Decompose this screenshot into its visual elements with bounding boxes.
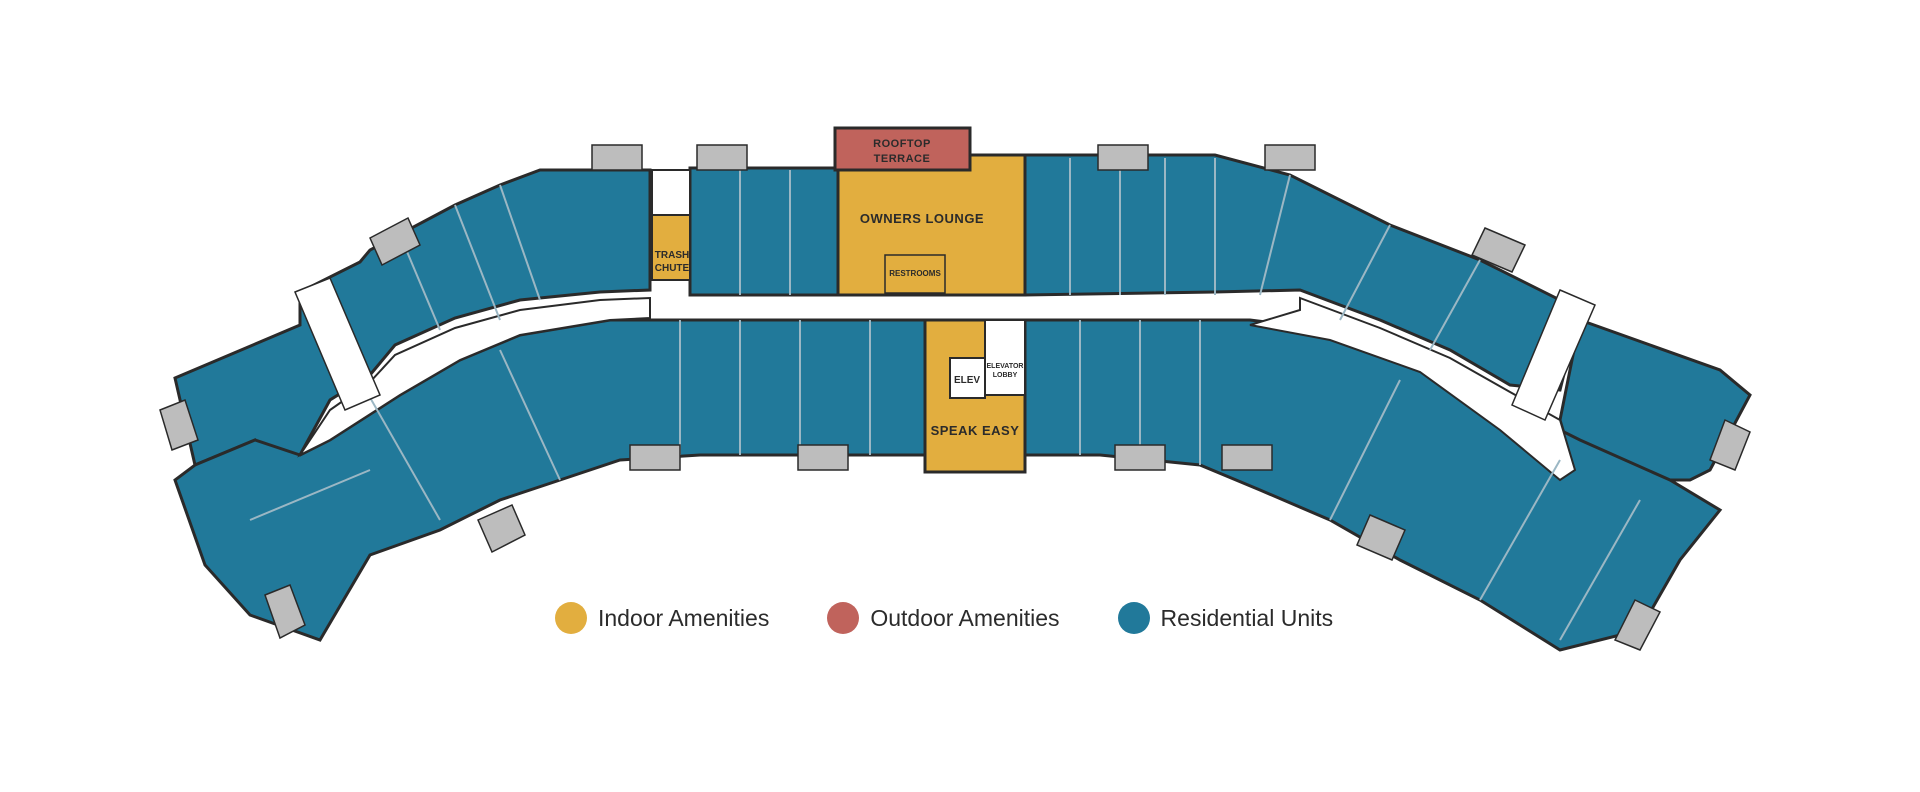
legend-label-outdoor: Outdoor Amenities [870,604,1060,631]
trash-chute-label-2: CHUTE [655,263,690,274]
legend: Indoor Amenities Outdoor Amenities Resid… [555,598,1391,638]
legend-item-outdoor: Outdoor Amenities [827,602,1060,634]
owners-lounge: OWNERS LOUNGE RESTROOMS [836,153,1027,297]
balconies [159,144,1751,651]
stairs [294,277,1596,421]
rooftop-terrace: ROOFTOP TERRACE [833,126,972,172]
legend-item-residential: Residential Units [1117,602,1334,634]
outdoor-dot-icon [827,602,860,634]
elevator-lobby-label-1: ELEVATOR [987,363,1024,370]
trash-chute-label-1: TRASH [655,250,689,261]
indoor-dot-icon [555,602,587,634]
speak-easy-label: SPEAK EASY [931,423,1020,438]
rooftop-terrace-label-2: TERRACE [874,153,931,165]
residential-block-north-center-left [688,166,842,297]
speak-easy: ELEV ELEVATOR LOBBY SPEAK EASY [923,318,1027,474]
interior-walls [249,158,1641,641]
trash-chute: TRASH CHUTE [651,169,691,281]
legend-item-indoor: Indoor Amenities [555,602,769,634]
legend-label-indoor: Indoor Amenities [598,604,770,631]
legend-label-residential: Residential Units [1160,604,1334,631]
owners-lounge-label: OWNERS LOUNGE [860,211,984,226]
restrooms-label: RESTROOMS [889,269,941,278]
corridor-west [297,296,651,458]
residential-dot-icon [1117,602,1150,634]
elevator-label: ELEV [954,375,980,386]
corridor-east [1249,296,1577,482]
rooftop-terrace-label-1: ROOFTOP [873,138,931,150]
elevator-lobby-label-2: LOBBY [993,372,1018,379]
corridors [297,296,1577,482]
